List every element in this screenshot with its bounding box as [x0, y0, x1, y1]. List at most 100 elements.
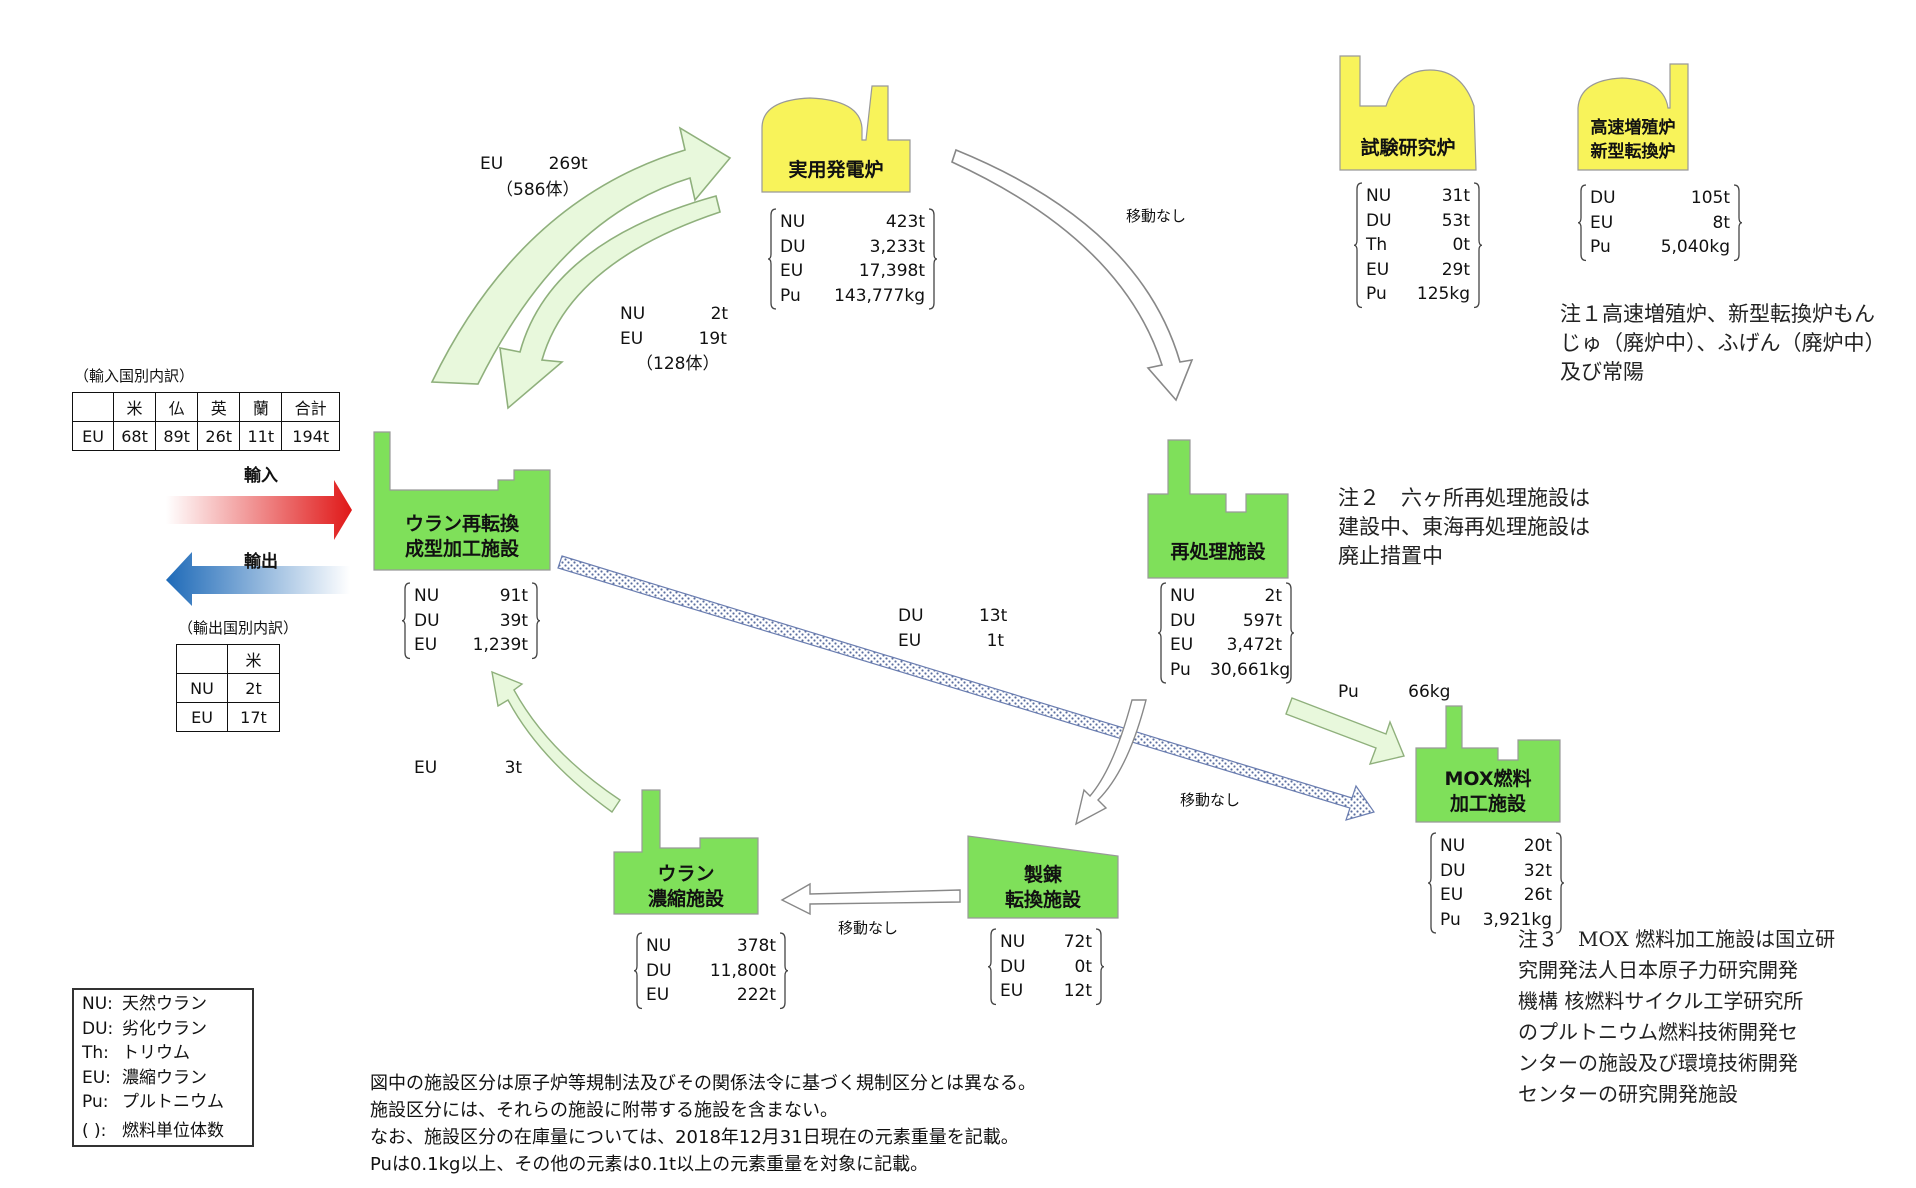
- note-line: 究開発法人日本原子力研究開発: [1518, 958, 1798, 982]
- import-breakdown-title: （輸入国別内訳）: [74, 367, 195, 385]
- legend-desc: プルトニウム: [122, 1092, 224, 1112]
- refining-label: 製錬 転換施設: [968, 860, 1118, 916]
- legend-desc: トリウム: [122, 1043, 190, 1063]
- research-reactor-name: 試験研究炉: [1360, 136, 1456, 159]
- mox-name-line2: 加工施設: [1449, 793, 1526, 815]
- inventory-element: NU: [646, 936, 672, 956]
- table-cell: [176, 644, 228, 674]
- inventory-element: Pu: [1590, 237, 1611, 257]
- inventory-value: 12t: [1063, 981, 1092, 1001]
- fast-reactor-label: 高速増殖炉 新型転換炉: [1578, 112, 1688, 168]
- legend-desc: 劣化ウラン: [122, 1018, 207, 1039]
- legend-key: ( ):: [82, 1120, 107, 1141]
- flow-value: 2t: [710, 304, 729, 324]
- inventory-element: NU: [1366, 186, 1392, 206]
- disclaimer-line: Puは0.1kg以上、その他の元素は0.1t以上の元素重量を対象に記載。: [370, 1154, 929, 1175]
- export-header-row: 米: [176, 644, 280, 674]
- export-table: 米 NU 2t EU 17t: [176, 644, 280, 732]
- note-3: 注３ MOX 燃料加工施設は国立研 究開発法人日本原子力研究開発 機構 核燃料サ…: [1518, 924, 1835, 1110]
- inventory-element: EU: [646, 985, 670, 1005]
- legend-item: Pu:プルトニウム: [82, 1090, 244, 1115]
- legend-key: NU:: [82, 994, 113, 1014]
- flow-value: 66kg: [1408, 682, 1451, 702]
- brace-icon: [1428, 832, 1564, 934]
- note-line: 廃止措置中: [1338, 544, 1443, 568]
- flow-arrow-reprocessing-to-mox: [1285, 697, 1405, 765]
- inventory-element: Pu: [1440, 909, 1461, 930]
- inventory-value: 423t: [885, 212, 925, 232]
- inventory-value: 2t: [1264, 586, 1282, 606]
- inventory-element: NU: [414, 586, 440, 606]
- inventory-value: 11,800t: [709, 960, 776, 981]
- note-line: 注１高速増殖炉、新型転換炉もん: [1560, 302, 1875, 326]
- export-data-row: EU 17t: [176, 702, 280, 732]
- inventory-element: EU: [1590, 212, 1614, 233]
- note-line: 注２ 六ヶ所再処理施設は: [1338, 486, 1590, 510]
- note-2: 注２ 六ヶ所再処理施設は 建設中、東海再処理施設は 廃止措置中: [1338, 484, 1590, 571]
- legend-key: DU:: [82, 1018, 114, 1039]
- inventory-value: 597t: [1242, 610, 1282, 631]
- table-cell: EU: [72, 421, 114, 451]
- inventory-element: EU: [780, 261, 804, 281]
- refining-building: [967, 835, 1119, 919]
- table-cell: 17t: [227, 702, 280, 732]
- inventory-element: Th: [1366, 235, 1388, 255]
- reprocessing-label: 再処理施設: [1148, 530, 1288, 574]
- note-line: センターの研究開発施設: [1518, 1082, 1738, 1106]
- inventory-value: 143,777kg: [834, 285, 925, 306]
- inventory-value: 222t: [736, 985, 776, 1005]
- table-cell: EU: [176, 702, 228, 732]
- inventory-element: EU: [1170, 635, 1194, 655]
- legend-key: EU:: [82, 1067, 111, 1088]
- flow-to-power-label: EU 269t: [480, 152, 588, 176]
- power-reactor-building: [761, 85, 911, 193]
- table-cell: 英: [197, 392, 241, 422]
- import-header-row: 米 仏 英 蘭 合計: [72, 392, 340, 422]
- inventory-row: DU 11,800t: [646, 959, 776, 984]
- note-line: のプルトニウム燃料技術開発セ: [1518, 1020, 1798, 1044]
- inventory-value: 105t: [1690, 188, 1730, 208]
- table-cell: [72, 392, 114, 422]
- flow-element: EU: [480, 154, 504, 174]
- import-data-row: EU 68t 89t 26t 11t 194t: [72, 421, 340, 451]
- inventory-value: 29t: [1441, 259, 1470, 280]
- flow-value: 19t: [698, 329, 727, 349]
- flow-element: EU: [620, 329, 644, 349]
- table-cell: NU: [176, 673, 228, 703]
- reconversion-label: ウラン再転換 成型加工施設: [374, 508, 550, 566]
- note-line: ンターの施設及び環境技術開発: [1518, 1051, 1798, 1075]
- inventory-value: 3,233t: [869, 236, 925, 257]
- flow-from-power-label-2: EU 19t: [620, 327, 727, 351]
- inventory-value: 125kg: [1416, 284, 1470, 304]
- flow-to-power-units: （586体）: [496, 180, 580, 200]
- note-line: 建設中、東海再処理施設は: [1338, 515, 1590, 539]
- flow-value: 1t: [986, 631, 1005, 651]
- inventory-element: DU: [646, 960, 672, 981]
- table-cell: 68t: [112, 421, 157, 451]
- inventory-element: Pu: [1366, 284, 1387, 304]
- reconversion-building: [373, 431, 551, 571]
- flow-enrichment-to-reconversion-label: EU 3t: [414, 756, 522, 780]
- fast-reactor-name-line1: 高速増殖炉: [1590, 118, 1676, 138]
- inventory-element: DU: [1366, 210, 1392, 231]
- inventory-row: EU 12t: [1000, 979, 1092, 1004]
- inventory-element: EU: [1000, 981, 1024, 1001]
